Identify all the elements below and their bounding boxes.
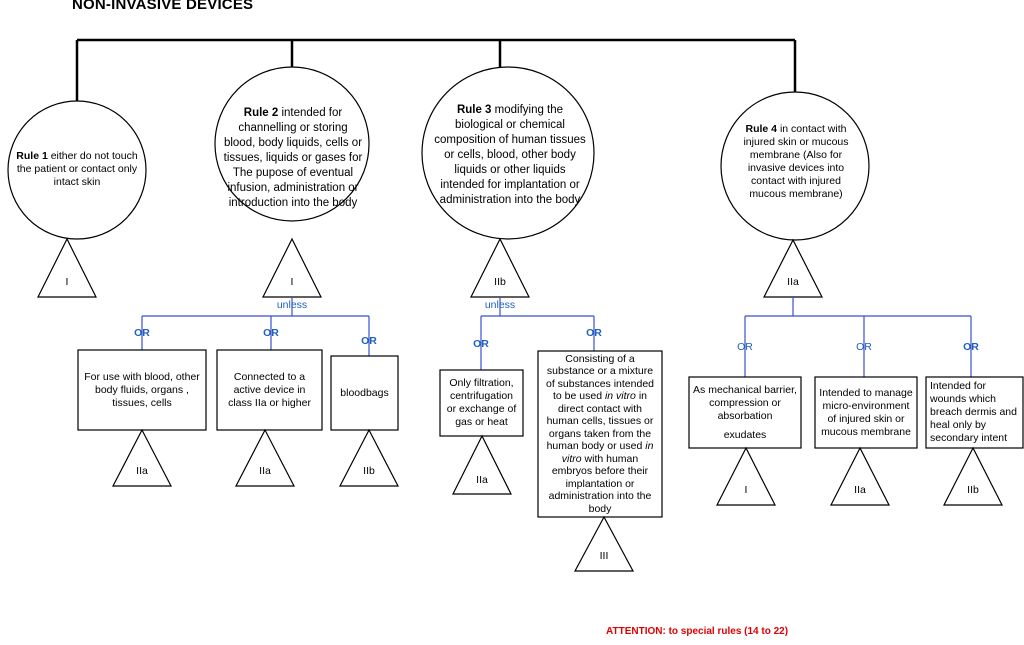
- rule-4-branch-2-box: [814, 376, 918, 449]
- rule-2-branch-2-text: Connected to a active device in class II…: [228, 370, 311, 409]
- rule-4-branch-2-text: Intended to manage micro-environment of …: [819, 386, 913, 438]
- rule-4-branch-3-text: Intended for wounds which breach dermis …: [930, 380, 1017, 444]
- rule-3-or-label-2: OR: [586, 327, 602, 339]
- rule-2-branch-3-box: [330, 355, 399, 431]
- rule-3-branch-2-class: III: [599, 550, 609, 562]
- rule-4-circle: [720, 91, 870, 241]
- branch-connectors: [141, 297, 972, 377]
- rule-2-branch-1-text: For use with blood, other body fluids, o…: [84, 370, 200, 409]
- rule-2-text: Rule 2 intended for channelling or stori…: [222, 102, 364, 214]
- rule-3-circle: [421, 66, 595, 240]
- rule-3-description: modifying the biological or chemical com…: [434, 103, 586, 206]
- rule-2-number: Rule 2: [243, 106, 279, 119]
- rule-4-class-triangle: [763, 238, 823, 298]
- page-title: NON-INVASIVE DEVICES: [72, 0, 254, 13]
- rule-4-branch-1-text: As mechanical barrier, compression or ab…: [693, 383, 797, 441]
- rule-3-class-triangle: [470, 237, 530, 298]
- rule-3-branch-1-text: Only filtration, centrifugation or excha…: [446, 377, 517, 428]
- rule-1-description: either do not touch the patient or conta…: [16, 149, 138, 188]
- rule-2-branch-3-triangle: [339, 428, 399, 487]
- attention-note: ATTENTION: to special rules (14 to 22): [606, 626, 789, 637]
- rule-3-number: Rule 3: [456, 103, 492, 116]
- rule-3-or-label-1: OR: [473, 338, 489, 350]
- rule-2-branch-3-text: bloodbags: [340, 386, 389, 399]
- rule-2-branch-1-triangle: [112, 428, 172, 487]
- rule-1-class-label: I: [65, 276, 69, 288]
- rule-4-branch-1-box: [688, 376, 802, 449]
- rule-2-branch-1-box: [77, 349, 207, 431]
- rule-4-branch-1-triangle: [716, 446, 776, 506]
- rule-2-circle: [214, 66, 370, 222]
- rule-3-branch-2-triangle: [573, 515, 635, 572]
- rule-2-or-label-2: OR: [263, 327, 279, 339]
- rule-4-class-label: IIa: [787, 276, 799, 288]
- rule-2-description: intended for channelling or storing bloo…: [223, 106, 363, 209]
- rule-4-text: Rule 4 in contact with injured skin or m…: [734, 123, 858, 200]
- rule-4-branch-1-class: I: [744, 484, 748, 496]
- rule-3-unless-label: unless: [484, 299, 516, 311]
- rule-2-class-label: I: [290, 276, 294, 288]
- rule-4-branch-2-triangle: [830, 446, 890, 506]
- rule-4-or-label-3: OR: [963, 341, 979, 353]
- rule-4-branch-3-box: [925, 376, 1024, 449]
- rule-4-or-label-2: OR: [856, 341, 872, 353]
- rule-2-or-label-1: OR: [134, 327, 150, 339]
- rule-3-text: Rule 3 modifying the biological or chemi…: [432, 98, 588, 212]
- rule-4-branch-3-class: IIb: [967, 484, 979, 496]
- rule-2-branch-2-triangle: [235, 428, 295, 487]
- rule-2-unless-label: unless: [276, 299, 308, 311]
- rule-2-or-label-3: OR: [361, 335, 377, 347]
- rule-4-number: Rule 4: [745, 123, 778, 135]
- rule-2-class-triangle: [262, 237, 322, 298]
- rule-4-branch-2-class: IIa: [854, 484, 866, 496]
- rule-1-class-triangle: [37, 237, 97, 298]
- rule-3-branch-1-box: [439, 369, 524, 437]
- rule-2-branch-2-class: IIa: [259, 465, 271, 477]
- rule-3-branch-2-text: Consisting of a substance or a mixture o…: [546, 352, 654, 515]
- rule-1-number: Rule 1: [16, 149, 48, 162]
- rule-2-branch-3-class: IIb: [363, 465, 375, 477]
- rule-3-branch-2-box: [537, 350, 663, 518]
- rule-1-text: Rule 1 either do not touch the patient o…: [14, 140, 140, 198]
- rule-3-branch-1-triangle: [452, 434, 512, 495]
- top-connector: [75, 38, 797, 107]
- rule-3-branch-1-class: IIa: [476, 474, 488, 486]
- rule-4-description: in contact with injured skin or mucous m…: [743, 123, 849, 200]
- rule-2-branch-1-class: IIa: [136, 465, 148, 477]
- rule-2-branch-2-box: [216, 349, 323, 431]
- rule-4-or-label-1: OR: [737, 341, 753, 353]
- rule-1-circle: [7, 100, 147, 240]
- rule-3-class-label: IIb: [494, 276, 506, 288]
- rule-4-branch-3-triangle: [943, 446, 1003, 506]
